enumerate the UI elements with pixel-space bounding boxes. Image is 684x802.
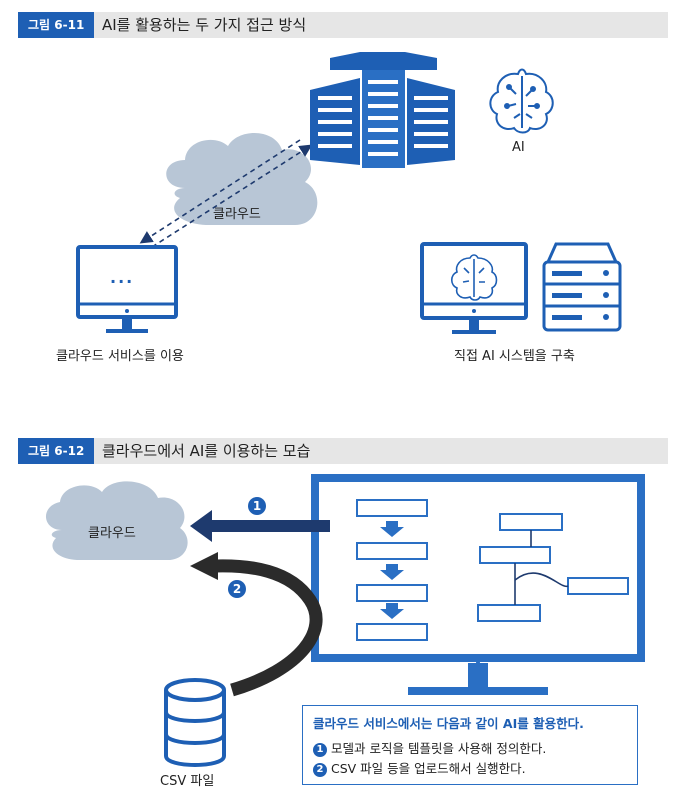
csv-database-icon: [164, 678, 226, 767]
ai-monitor: [420, 242, 528, 334]
note-item-1: 1 모델과 로직을 템플릿을 사용해 정의한다.: [313, 738, 546, 757]
step-1-badge: 1: [248, 497, 266, 515]
template-flow: [356, 499, 629, 641]
figure-title: AI를 활용하는 두 가지 접근 방식: [102, 16, 307, 34]
step-2-badge: 2: [228, 580, 246, 598]
monitor-dots: ···: [110, 272, 135, 291]
server-rack-icon: [542, 242, 622, 332]
build-ai-caption: 직접 AI 시스템을 구축: [454, 349, 575, 364]
cloud-label: 클라우드: [213, 207, 261, 222]
datacenter-icon: [310, 52, 455, 168]
template-flow-arrows: [380, 521, 404, 619]
figure-badge: 그림 6-12: [18, 438, 95, 464]
explanation-note: 클라우드 서비스에서는 다음과 같이 AI를 활용한다. 1 모델과 로직을 템플…: [302, 705, 638, 785]
brain-icon: [450, 254, 498, 301]
figure-badge: 그림 6-11: [18, 12, 95, 38]
cloud-label: 클라우드: [88, 526, 136, 541]
template-flow-links: [514, 530, 569, 605]
figure-6-11-header: 그림 6-11 AI를 활용하는 두 가지 접근 방식: [18, 12, 668, 38]
note-item-1-text: 모델과 로직을 템플릿을 사용해 정의한다.: [331, 741, 547, 756]
connection-arrows: [139, 139, 313, 248]
upload-template-arrow: [190, 510, 330, 542]
cloud-shape: [45, 481, 188, 560]
note-item-1-number: 1: [313, 743, 327, 757]
note-title: 클라우드 서비스에서는 다음과 같이 AI를 활용한다.: [313, 716, 584, 731]
cloud-shape: [166, 132, 318, 225]
note-item-2: 2 CSV 파일 등을 업로드해서 실행한다.: [313, 758, 526, 777]
ai-label: AI: [512, 140, 525, 155]
figure-6-12-header: 그림 6-12 클라우드에서 AI를 이용하는 모습: [18, 438, 668, 464]
note-item-2-number: 2: [313, 763, 327, 777]
csv-file-label: CSV 파일: [160, 774, 215, 789]
upload-csv-arrow: [190, 552, 323, 697]
brain-icon: [489, 68, 554, 134]
note-item-2-text: CSV 파일 등을 업로드해서 실행한다.: [331, 761, 526, 776]
client-monitor: [76, 245, 178, 333]
figure-title: 클라우드에서 AI를 이용하는 모습: [102, 442, 311, 460]
cloud-service-caption: 클라우드 서비스를 이용: [56, 349, 184, 364]
